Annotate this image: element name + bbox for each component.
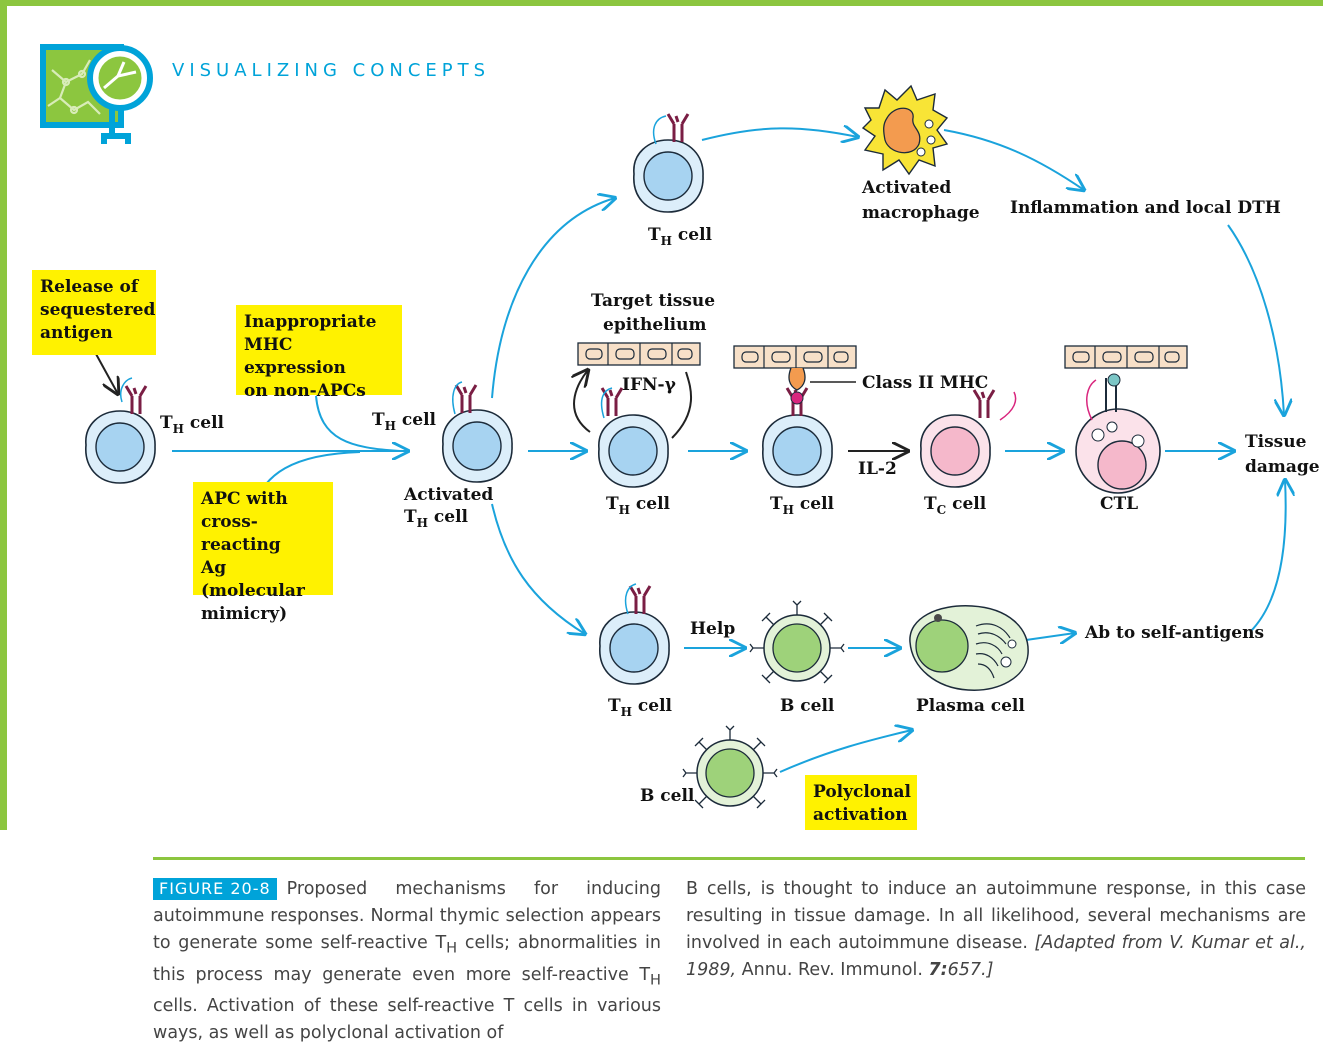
left-accent-bar: [0, 0, 7, 830]
b-cell-help: [749, 600, 845, 684]
th-cell-help: [599, 611, 670, 685]
header-title: VISUALIZING CONCEPTS: [172, 60, 491, 81]
label-ifn: IFN-γ: [622, 375, 677, 395]
label-target-tissue-1: Target tissue: [591, 291, 715, 311]
label-ctl: CTL: [1100, 494, 1138, 514]
label-th-top: TH cell: [648, 225, 713, 248]
tissue-strip-1: [577, 342, 701, 366]
ctl-cell: [1075, 408, 1161, 494]
label-inflammation: Inflammation and local DTH: [1010, 198, 1281, 218]
label-th-arrow: TH cell: [372, 410, 437, 433]
tc-cell: [920, 414, 991, 488]
caption-right: B cells, is thought to induce an autoimm…: [686, 879, 1306, 980]
label-help: Help: [690, 619, 735, 639]
label-ab-self: Ab to self-antigens: [1084, 623, 1264, 643]
th-cell-top: [633, 139, 704, 213]
th-cell-activated: [442, 409, 513, 483]
label-il2: IL-2: [858, 459, 897, 479]
label-b-cell-help: B cell: [780, 696, 835, 716]
th-cell-mhc: [762, 414, 833, 488]
b-cell-polyclonal: [682, 725, 778, 809]
label-b-cell-polyclonal: B cell: [640, 786, 695, 806]
label-activated: Activated: [403, 485, 493, 505]
label-th-initial: TH cell: [160, 413, 225, 436]
label-th-mhc: TH cell: [770, 494, 835, 517]
label-activated-th: TH cell: [404, 507, 469, 530]
label-activated-macrophage-2: macrophage: [862, 203, 980, 223]
top-accent-bar: [0, 0, 1323, 6]
activated-macrophage: [861, 84, 949, 176]
label-class2: Class II MHC: [862, 373, 988, 393]
label-th-ifn: TH cell: [606, 494, 671, 517]
label-target-tissue-2: epithelium: [603, 315, 706, 335]
tissue-strip-2: [733, 345, 857, 369]
magnifier-network-icon: [40, 44, 153, 144]
label-th-help: TH cell: [608, 696, 673, 719]
label-activated-macrophage-1: Activated: [861, 178, 951, 198]
caption-rule: [153, 857, 1305, 860]
plasma-cell: [909, 605, 1029, 691]
autoimmune-mechanism-diagram: TH cell TH cell Activated TH cell TH cel…: [85, 84, 1320, 809]
label-tissue-damage-2: damage: [1245, 457, 1320, 477]
th-cell-initial: [85, 410, 156, 484]
tissue-strip-3: [1064, 345, 1188, 369]
figure-tag: FIGURE 20-8: [153, 878, 277, 900]
label-tissue-damage-1: Tissue: [1245, 432, 1307, 452]
th-cell-ifn: [598, 414, 669, 488]
label-plasma-cell: Plasma cell: [916, 696, 1025, 716]
label-tc-cell: TC cell: [924, 494, 987, 517]
